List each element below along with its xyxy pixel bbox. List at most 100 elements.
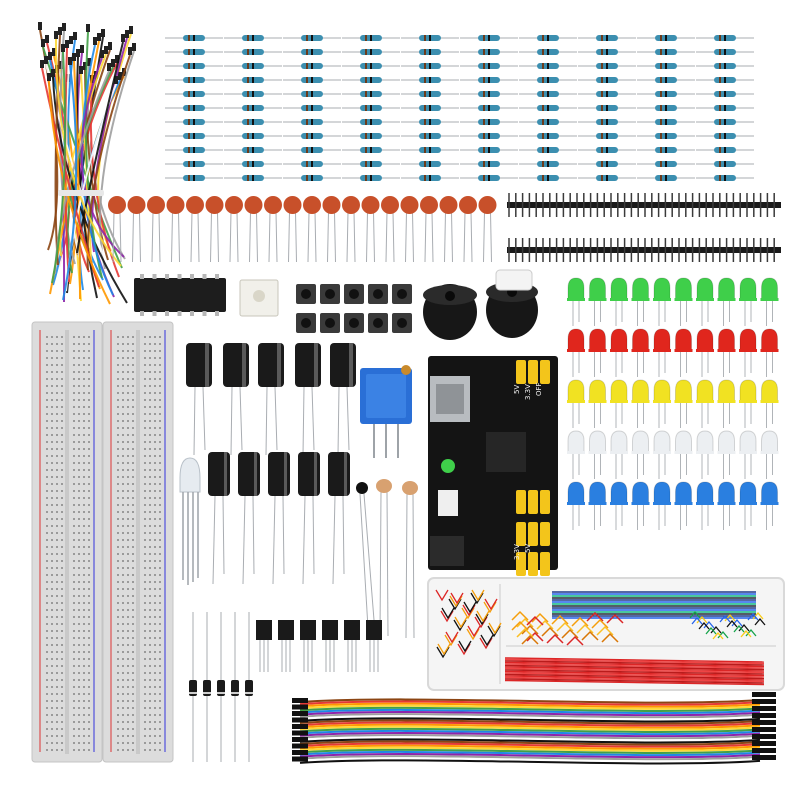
breadboard-hole [144, 420, 146, 422]
resistor-band [306, 133, 308, 139]
breadboard-hole [154, 427, 156, 429]
breadboard-hole [83, 686, 85, 688]
breadboard-hole [132, 574, 134, 576]
breadboard-hole [88, 399, 90, 401]
breadboard-hole [144, 476, 146, 478]
breadboard-hole [159, 609, 161, 611]
breadboard-hole [78, 539, 80, 541]
cap-lead [202, 386, 206, 451]
breadboard-hole [132, 679, 134, 681]
breadboard-hole [51, 588, 53, 590]
cap-lead [190, 211, 193, 263]
led [718, 328, 735, 352]
led [761, 277, 778, 301]
resistor-band [606, 77, 608, 83]
breadboard-hole [127, 546, 129, 548]
breadboard-hole [154, 728, 156, 730]
breadboard-hole [132, 721, 134, 723]
breadboard-hole [46, 385, 48, 387]
resistor-band [665, 49, 667, 55]
breadboard-hole [144, 623, 146, 625]
breadboard-hole [61, 364, 63, 366]
breadboard-hole [149, 504, 151, 506]
button-cap [397, 289, 407, 299]
bent-wire [596, 625, 614, 636]
breadboard-hole [61, 399, 63, 401]
breadboard-hole [83, 728, 85, 730]
wire-pin [86, 24, 90, 32]
breadboard-hole [51, 483, 53, 485]
breadboard-hole [154, 567, 156, 569]
breadboard-hole [122, 539, 124, 541]
led [653, 277, 671, 301]
resistor-band [483, 63, 485, 69]
breadboard-hole [78, 644, 80, 646]
breadboard-hole [159, 728, 161, 730]
breadboard-hole [154, 553, 156, 555]
breadboard-hole [117, 364, 119, 366]
breadboard-hole [61, 497, 63, 499]
dupont-connector [752, 734, 776, 739]
wire-pin [48, 52, 52, 60]
breadboard-hole [122, 371, 124, 373]
breadboard-hole [122, 413, 124, 415]
breadboard-hole [117, 497, 119, 499]
breadboard-hole [144, 707, 146, 709]
breadboard-hole [83, 735, 85, 737]
breadboard-hole [117, 609, 119, 611]
breadboard-hole [127, 749, 129, 751]
wire-pin [62, 23, 66, 31]
led [567, 379, 585, 403]
breadboard-channel [136, 330, 140, 754]
breadboard-hole [46, 742, 48, 744]
wire-pin [108, 42, 112, 50]
breadboard-hole [83, 504, 85, 506]
led-rim [717, 349, 736, 352]
resistor-band [724, 49, 726, 55]
resistor-band [424, 77, 426, 83]
breadboard-hole [46, 581, 48, 583]
breadboard-hole [149, 707, 151, 709]
ceramic-capacitor [205, 196, 224, 214]
breadboard-hole [144, 581, 146, 583]
breadboard-hole [46, 665, 48, 667]
breadboard-hole [122, 742, 124, 744]
breadboard-hole [56, 357, 58, 359]
ic-chip [134, 274, 226, 316]
breadboard-hole [78, 406, 80, 408]
breadboard-hole [56, 553, 58, 555]
led [610, 277, 628, 301]
cap-lead [242, 495, 246, 585]
resistor-band [488, 119, 490, 125]
resistor-band [547, 175, 549, 181]
breadboard-hole [117, 749, 119, 751]
breadboard-hole [144, 455, 146, 457]
cap-lead [332, 495, 336, 585]
wire-pin [54, 31, 58, 39]
cap-lead [230, 386, 233, 456]
wire-pin [65, 40, 69, 48]
breadboard-hole [122, 455, 124, 457]
breadboard-hole [56, 630, 58, 632]
breadboard-hole [132, 455, 134, 457]
optocoupler-chip [239, 279, 279, 317]
breadboard-hole [122, 434, 124, 436]
resistor-band [483, 49, 485, 55]
led [653, 328, 671, 352]
resistor-band [660, 133, 662, 139]
led [589, 430, 606, 454]
breadboard-hole [78, 665, 80, 667]
cap-lead [252, 495, 255, 575]
bent-wire [754, 617, 766, 626]
breadboard-hole [61, 567, 63, 569]
breadboard-hole [149, 371, 151, 373]
breadboard-hole [144, 518, 146, 520]
led [632, 277, 649, 301]
breadboard-hole [88, 672, 90, 674]
resistor-band [424, 133, 426, 139]
resistor-band [719, 49, 721, 55]
breadboard-hole [122, 336, 124, 338]
breadboard-hole [73, 574, 75, 576]
resistor-band [188, 105, 190, 111]
breadboard-hole [73, 728, 75, 730]
